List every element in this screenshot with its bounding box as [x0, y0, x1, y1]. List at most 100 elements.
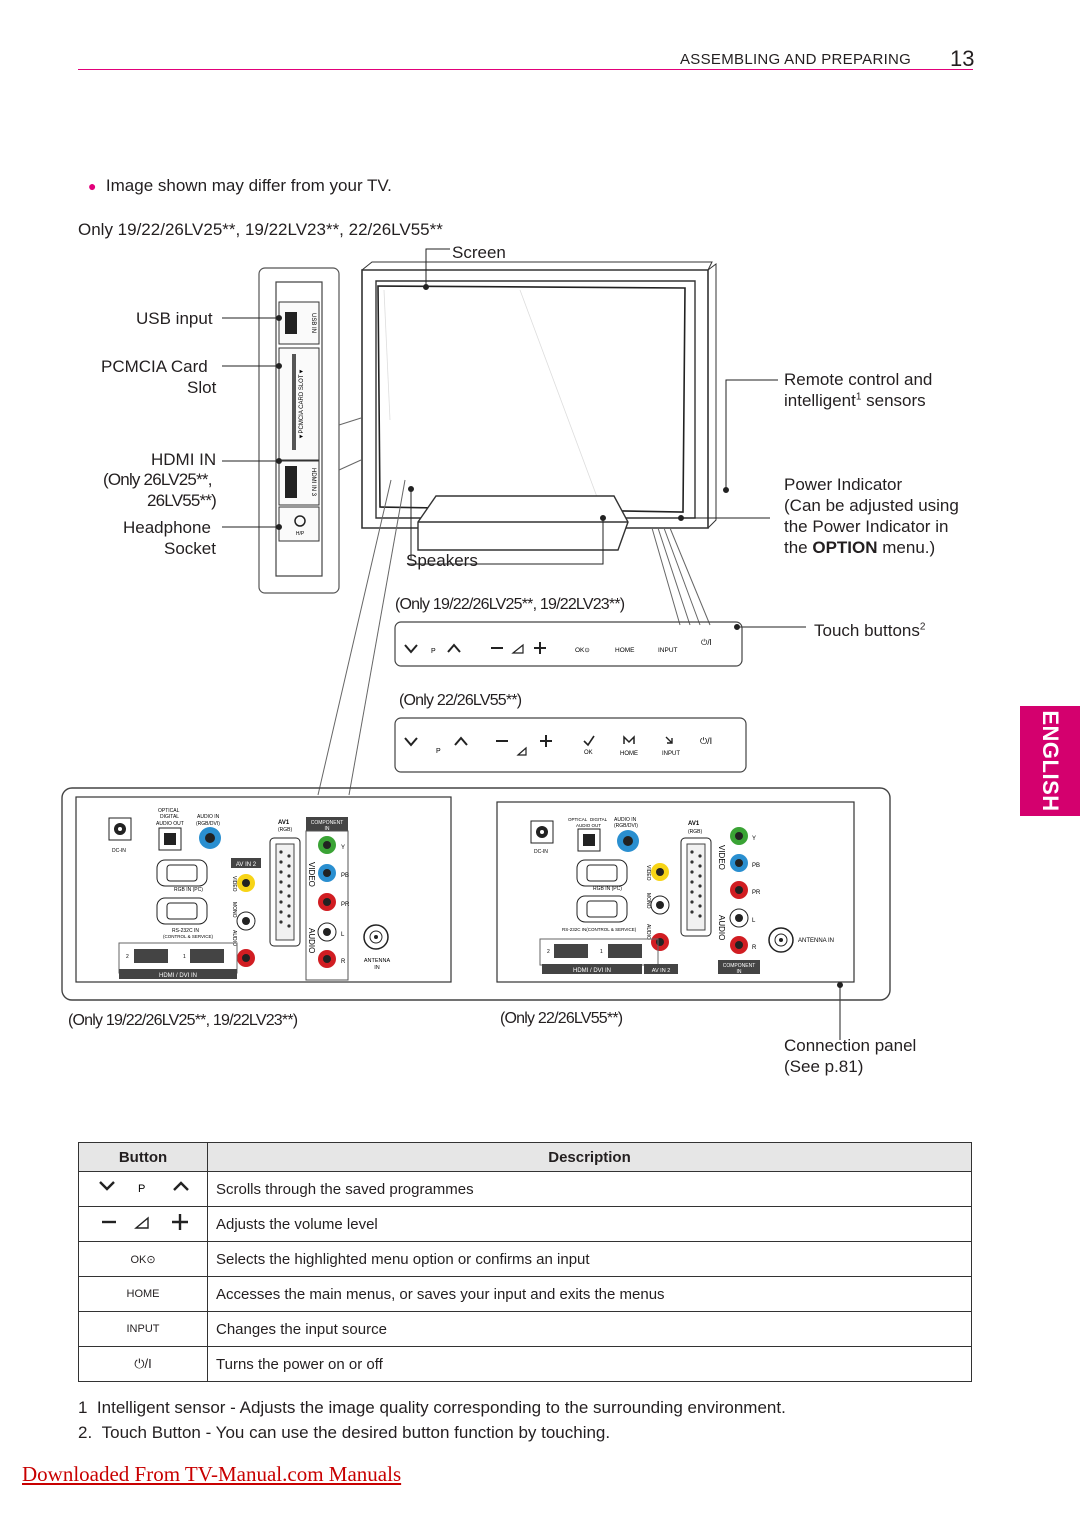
callout-hdmi-2: (Only 26LV25**,: [103, 470, 212, 489]
projection-lines: [317, 417, 711, 796]
callout-hdmi-3: 26LV55**): [147, 491, 217, 510]
callout-power-1: Power Indicator: [784, 475, 903, 494]
ok-icon: OK⊙: [78, 1241, 208, 1277]
svg-text:AUDIO: AUDIO: [231, 930, 237, 946]
rear-right-caption: (Only 22/26LV55**): [500, 1010, 623, 1027]
header-divider: [78, 69, 973, 70]
svg-text:R: R: [752, 945, 757, 951]
tv-diagram: USB IN ▼PCMCIA CARD SLOT▼ HDMI IN 3 H/P: [61, 248, 891, 1040]
page-number: 13: [950, 46, 975, 71]
touch-a-ok: OK⊙: [575, 647, 590, 654]
svg-text:DC-IN: DC-IN: [534, 849, 548, 855]
callout-touch: Touch buttons2: [814, 621, 926, 640]
callout-remote-1: Remote control and: [784, 370, 933, 389]
input-icon: INPUT: [78, 1311, 208, 1347]
svg-text:AUDIO: AUDIO: [717, 915, 726, 940]
callout-headphone-2: Socket: [164, 539, 216, 558]
svg-text:AV IN 2: AV IN 2: [652, 968, 671, 974]
touch-panel-a: P OK⊙ HOME INPUT ⏻/I: [394, 621, 743, 667]
table-row: HOME Accesses the main menus, or saves y…: [78, 1276, 972, 1312]
callout-usb: USB input: [136, 309, 213, 328]
callout-power-3: the Power Indicator in: [784, 517, 949, 536]
svg-text:L: L: [341, 932, 345, 938]
row-description: Accesses the main menus, or saves your i…: [207, 1276, 972, 1312]
power-icon: ⏻/I: [78, 1346, 208, 1382]
touch-b-input: INPUT: [662, 751, 680, 757]
svg-text:L: L: [752, 918, 756, 924]
callout-speakers: Speakers: [406, 551, 478, 570]
svg-text:VIDEO: VIDEO: [717, 845, 726, 870]
col-button-header: Button: [78, 1142, 208, 1172]
svg-text:PR: PR: [341, 902, 350, 908]
rear-panel-left: DC-IN OPTICAL DIGITAL AUDIO OUT AUDIO IN…: [108, 808, 391, 981]
row-description: Changes the input source: [207, 1311, 972, 1347]
svg-text:(RGB): (RGB): [688, 829, 703, 835]
svg-text:RGB IN (PC): RGB IN (PC): [593, 886, 622, 892]
svg-text:2: 2: [547, 949, 550, 955]
touch-a-home: HOME: [615, 647, 635, 654]
svg-text:1: 1: [183, 954, 186, 960]
note-bullet: ● Image shown may differ from your TV.: [88, 176, 392, 196]
svg-text:PR: PR: [752, 890, 761, 896]
svg-text:MONO: MONO: [231, 902, 237, 918]
svg-text:AUDIO: AUDIO: [645, 924, 651, 940]
svg-text:DC-IN: DC-IN: [112, 848, 126, 854]
table-row: INPUT Changes the input source: [78, 1311, 972, 1347]
row-description: Scrolls through the saved programmes: [207, 1171, 972, 1207]
touch-panel-b-title: (Only 22/26LV55**): [399, 692, 522, 709]
rear-panel-right: DC-IN OPTICAL DIGITAL AUDIO OUT AUDIO IN…: [530, 817, 834, 975]
center-leader-lines: [408, 248, 843, 1040]
touch-b-home: HOME: [620, 751, 638, 757]
section-title: ASSEMBLING AND PREPARING: [680, 51, 912, 68]
callout-screen: Screen: [452, 243, 506, 262]
touch-a-power: ⏻/I: [701, 638, 712, 647]
table-row: OK⊙ Selects the highlighted menu option …: [78, 1241, 972, 1277]
svg-text:PB: PB: [341, 873, 349, 879]
svg-text:DIGITAL: DIGITAL: [590, 817, 608, 822]
svg-text:RS-232C IN: RS-232C IN: [172, 928, 199, 934]
table-row: Adjusts the volume level: [78, 1206, 972, 1242]
svg-text:AV1: AV1: [278, 820, 290, 826]
model-note: Only 19/22/26LV25**, 19/22LV23**, 22/26L…: [78, 220, 443, 239]
footnote-1: 1 Intelligent sensor - Adjusts the image…: [78, 1398, 786, 1417]
download-link[interactable]: Downloaded From TV-Manual.com Manuals: [22, 1462, 402, 1486]
svg-text:OPTICAL: OPTICAL: [568, 817, 588, 822]
tv-stand: [417, 495, 629, 551]
callout-pcmcia-1: PCMCIA Card: [101, 357, 208, 376]
callout-headphone-1: Headphone: [123, 518, 211, 537]
touch-b-ok: OK: [584, 750, 593, 756]
table-row: ⏻/I Turns the power on or off: [78, 1346, 972, 1382]
svg-text:1: 1: [600, 949, 603, 955]
svg-text:OPTICAL: OPTICAL: [158, 808, 180, 814]
svg-text:IN: IN: [374, 965, 380, 971]
row-description: Turns the power on or off: [207, 1346, 972, 1382]
callout-connection-2: (See p.81): [784, 1057, 864, 1076]
svg-text:COMPONENT: COMPONENT: [723, 963, 756, 969]
svg-text:HDMI / DVI IN: HDMI / DVI IN: [159, 973, 197, 979]
row-description: Adjusts the volume level: [207, 1206, 972, 1242]
svg-text:(RGB): (RGB): [278, 827, 293, 833]
home-icon: HOME: [78, 1276, 208, 1312]
tv-body: [361, 261, 717, 529]
footnote-2: 2. Touch Button - You can use the desire…: [78, 1423, 611, 1442]
svg-text:ANTENNA: ANTENNA: [364, 958, 391, 964]
rear-panel-enclosure: [61, 787, 891, 1001]
svg-text:VIDEO: VIDEO: [645, 865, 651, 881]
svg-text:HDMI / DVI IN: HDMI / DVI IN: [573, 968, 611, 974]
svg-text:(RGB/DVI): (RGB/DVI): [614, 823, 638, 829]
callout-connection-1: Connection panel: [784, 1036, 917, 1055]
svg-text:VIDEO: VIDEO: [307, 862, 316, 887]
callout-power-2: (Can be adjusted using: [784, 496, 959, 515]
row-description: Selects the highlighted menu option or c…: [207, 1241, 972, 1277]
svg-text:AUDIO: AUDIO: [307, 928, 316, 953]
callout-pcmcia-2: Slot: [187, 378, 217, 397]
touch-b-power: ⏻/I: [700, 736, 712, 746]
svg-text:AUDIO IN: AUDIO IN: [614, 817, 637, 823]
svg-text:R: R: [341, 959, 346, 965]
touch-a-p: P: [431, 648, 436, 655]
touch-panel-b: P OK HOME INPUT ⏻/I: [394, 717, 747, 773]
usb-port-label: USB IN: [310, 313, 316, 333]
svg-text:Y: Y: [752, 836, 756, 842]
pcmcia-slot-label: ▼PCMCIA CARD SLOT▼: [299, 369, 305, 440]
touch-b-p: P: [436, 748, 441, 755]
